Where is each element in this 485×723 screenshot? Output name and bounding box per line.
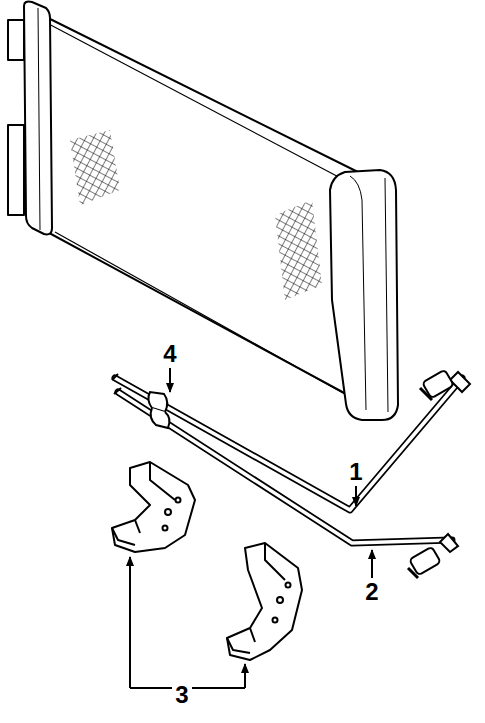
line-clip: [148, 392, 169, 428]
callout-number: 4: [161, 342, 178, 366]
mounting-brackets: [112, 462, 302, 660]
leader-lines: [130, 368, 372, 688]
callout-number: 2: [363, 580, 380, 604]
cooler-core: [8, 2, 398, 421]
callout-number: 1: [347, 460, 364, 484]
callout-number: 3: [173, 683, 190, 707]
line-fittings: [112, 370, 470, 578]
